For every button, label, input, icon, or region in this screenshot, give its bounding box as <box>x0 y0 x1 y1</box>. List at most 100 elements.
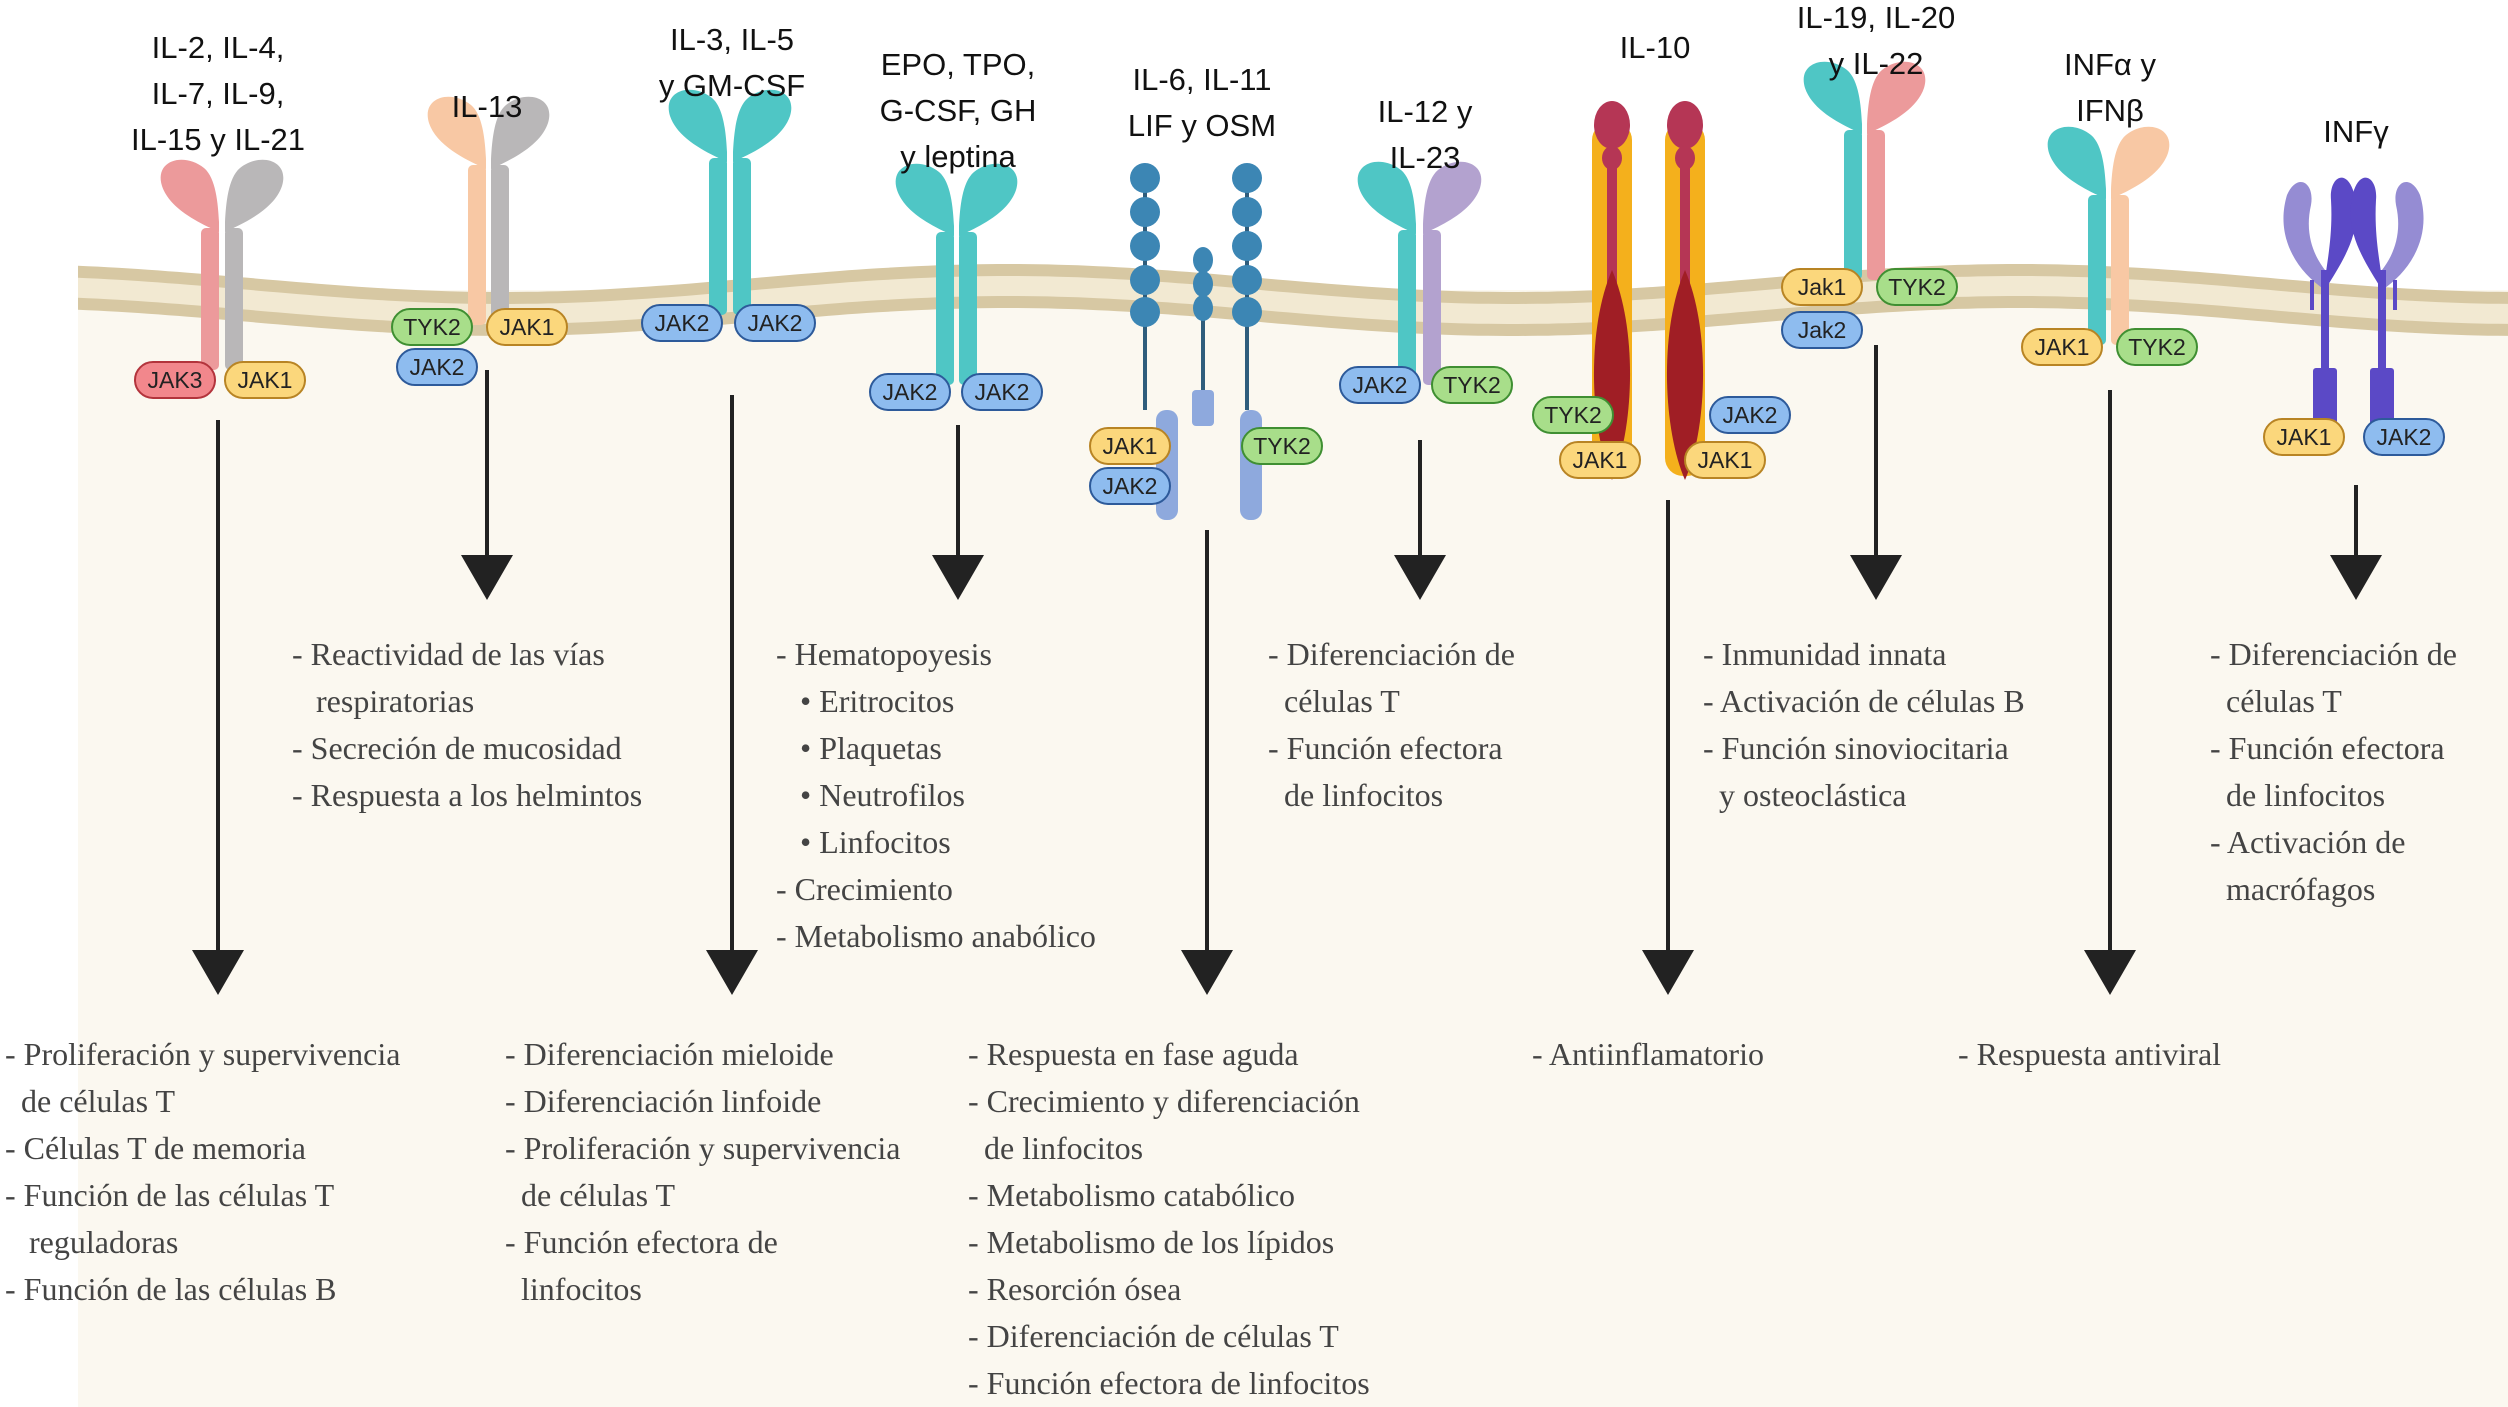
effect-line: • Neutrofilos <box>776 777 965 813</box>
kinase-label: JAK3 <box>148 367 203 393</box>
receptor-ectodomain <box>1357 161 1416 234</box>
cytokine-label: IL-13 <box>452 89 523 124</box>
effect-line: - Diferenciación mieloide <box>505 1036 834 1072</box>
jak1-kinase: JAK1 <box>486 308 568 346</box>
cytokine-label-line: IL-7, IL-9, <box>152 76 285 111</box>
kinase-label: JAK2 <box>883 379 938 405</box>
effect-line: - Función efectora <box>2210 730 2445 766</box>
kinase-pill <box>1241 427 1323 465</box>
effect-line: - Diferenciación de <box>2210 636 2457 672</box>
cytokine-label-line: y leptina <box>900 139 1016 174</box>
effect-line: - Metabolismo anabólico <box>776 918 1096 954</box>
kinase-pill <box>486 308 568 346</box>
effect-line: células T <box>1268 683 1400 719</box>
effect-line: reguladoras <box>5 1224 178 1260</box>
cytokine-label-line: IL-3, IL-5 <box>670 22 794 57</box>
jak2-kinase: JAK2 <box>869 373 951 411</box>
cytokine-label-line: INFγ <box>2323 114 2389 149</box>
kinase-pill <box>2263 418 2345 456</box>
effect-line: - Diferenciación de <box>1268 636 1515 672</box>
tyk2-kinase: TYK2 <box>1532 396 1614 434</box>
kinase-pill <box>2116 328 2198 366</box>
kinase-pill <box>1089 467 1171 505</box>
effect-line: - Proliferación y supervivencia <box>505 1130 900 1166</box>
effect-line: - Crecimiento y diferenciación <box>968 1083 1360 1119</box>
effects-il6: - Respuesta en fase aguda - Crecimiento y… <box>968 1036 1370 1401</box>
ifngr1-domain <box>2350 177 2382 290</box>
arrow-head <box>1181 950 1233 995</box>
receptor-chain <box>2088 195 2106 345</box>
cytokine-label-line: IL-23 <box>1390 140 1461 175</box>
effect-line: - Diferenciación linfoide <box>505 1083 821 1119</box>
cytokine-label-line: IFNβ <box>2076 93 2144 128</box>
gp130-domain <box>1130 265 1160 295</box>
effect-line: células T <box>2210 683 2342 719</box>
effects-il13: - Reactividad de las vías respiratorias-… <box>292 636 642 813</box>
effect-line: - Secreción de mucosidad <box>292 730 622 766</box>
signal-arrow <box>1181 530 1233 995</box>
signal-arrow <box>461 370 513 600</box>
arrow-head <box>706 950 758 995</box>
il10r-head-base <box>1675 146 1695 170</box>
effect-line: de linfocitos <box>968 1130 1143 1166</box>
kinase-label: TYK2 <box>2128 334 2186 360</box>
cytokine-label-line: G-CSF, GH <box>880 93 1037 128</box>
receptor-common-gamma-icon <box>160 159 284 370</box>
kinase-pill <box>2021 328 2103 366</box>
ifngr2-domain <box>2283 181 2325 290</box>
kinase-pill <box>1431 366 1513 404</box>
kinase-label: JAK2 <box>1723 402 1778 428</box>
receptor-il12-icon <box>1357 161 1482 385</box>
effect-line: • Linfocitos <box>776 824 951 860</box>
effect-line: - Células T de memoria <box>5 1130 306 1166</box>
kinase-label: JAK2 <box>410 354 465 380</box>
kinase-label: TYK2 <box>1443 372 1501 398</box>
kinase-pill <box>224 361 306 399</box>
signal-arrow <box>2084 390 2136 995</box>
receptor-chain <box>491 165 509 325</box>
effect-line: - Función efectora de <box>505 1224 778 1260</box>
gp130-tail <box>1240 410 1262 520</box>
il10r-chain-stalk <box>1680 120 1690 310</box>
receptor-ectodomain <box>225 159 284 232</box>
receptor-ectodomain <box>668 89 727 162</box>
jak1-kinase: JAK1 <box>1684 441 1766 479</box>
tyk2-kinase: TYK2 <box>1241 427 1323 465</box>
kinase-label: JAK1 <box>1573 447 1628 473</box>
effects-il12: - Diferenciación de células T- Función e… <box>1268 636 1515 813</box>
kinase-pill <box>134 361 216 399</box>
effects-infg: - Diferenciación de células T - Función e… <box>2210 636 2457 907</box>
jak2-kinase: Jak2 <box>1781 311 1863 349</box>
arrow-head <box>192 950 244 995</box>
receptor-chain <box>2111 195 2129 345</box>
gp130-domain <box>1130 197 1160 227</box>
kinase-pill <box>1559 441 1641 479</box>
kinase-label: JAK1 <box>2035 334 2090 360</box>
kinase-pill <box>391 308 473 346</box>
jak2-kinase: JAK2 <box>1339 366 1421 404</box>
kinase-pill <box>961 373 1043 411</box>
gp130-domain <box>1232 163 1262 193</box>
cytokine-label: IL-10 <box>1620 30 1691 65</box>
gp130-domain <box>1130 163 1160 193</box>
kinase-label: Jak2 <box>1798 317 1847 343</box>
tyk2-kinase: TYK2 <box>1876 268 1958 306</box>
cytokine-label-line: IL-10 <box>1620 30 1691 65</box>
receptor-ectodomain <box>733 89 792 162</box>
alpha-chain-domain <box>1193 271 1213 297</box>
effect-line: - Función de las células T <box>5 1177 335 1213</box>
arrow-head <box>932 555 984 600</box>
arrow-head <box>2084 950 2136 995</box>
jak1-kinase: Jak1 <box>1781 268 1863 306</box>
effect-line: - Proliferación y supervivencia <box>5 1036 400 1072</box>
effect-line: de linfocitos <box>1268 777 1443 813</box>
effect-line: - Resorción ósea <box>968 1271 1181 1307</box>
tyk2-kinase: TYK2 <box>2116 328 2198 366</box>
kinase-pill <box>1781 268 1863 306</box>
effect-line: - Respuesta en fase aguda <box>968 1036 1299 1072</box>
il10r-head <box>1667 101 1703 149</box>
